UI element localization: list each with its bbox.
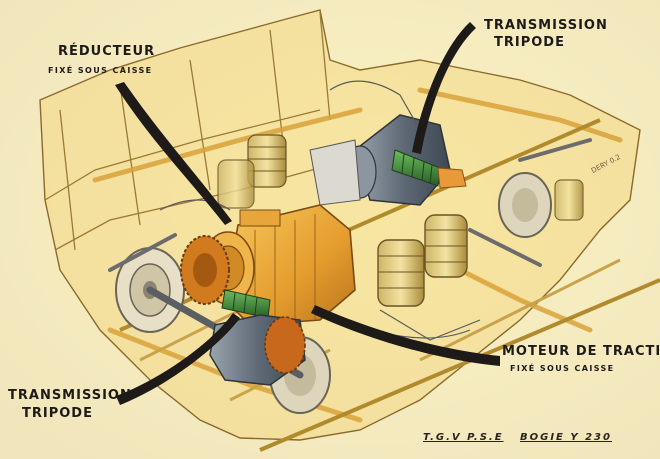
reducteur-sublabel: fixé sous caisse [48,66,153,75]
tripod-transmission-top [391,149,467,189]
spring-right-small [554,179,584,221]
dampers [108,138,592,272]
spring-mid-left [217,159,255,209]
spring-front-right [377,239,425,307]
lower-gearbox [209,314,306,386]
transmission-top-sublabel: tripode [494,35,565,50]
reducteur-label: Réducteur [58,44,156,59]
transmission-bottom-sublabel: tripode [22,406,93,421]
reduction-gear [180,235,230,305]
leader-arrows [115,22,500,405]
wheel-rear [498,172,552,238]
moteur-sublabel: fixé sous caisse [510,364,615,373]
transmission-bottom-label: Transmission [8,388,132,403]
moteur-label: Moteur de traction [502,344,660,359]
caption-train: T.G.V P.S.E [423,432,504,443]
transmission-top-label: Transmission [484,18,608,33]
caption-bogie: BOGIE Y 230 [520,432,612,443]
spring-rear-right [424,214,468,278]
